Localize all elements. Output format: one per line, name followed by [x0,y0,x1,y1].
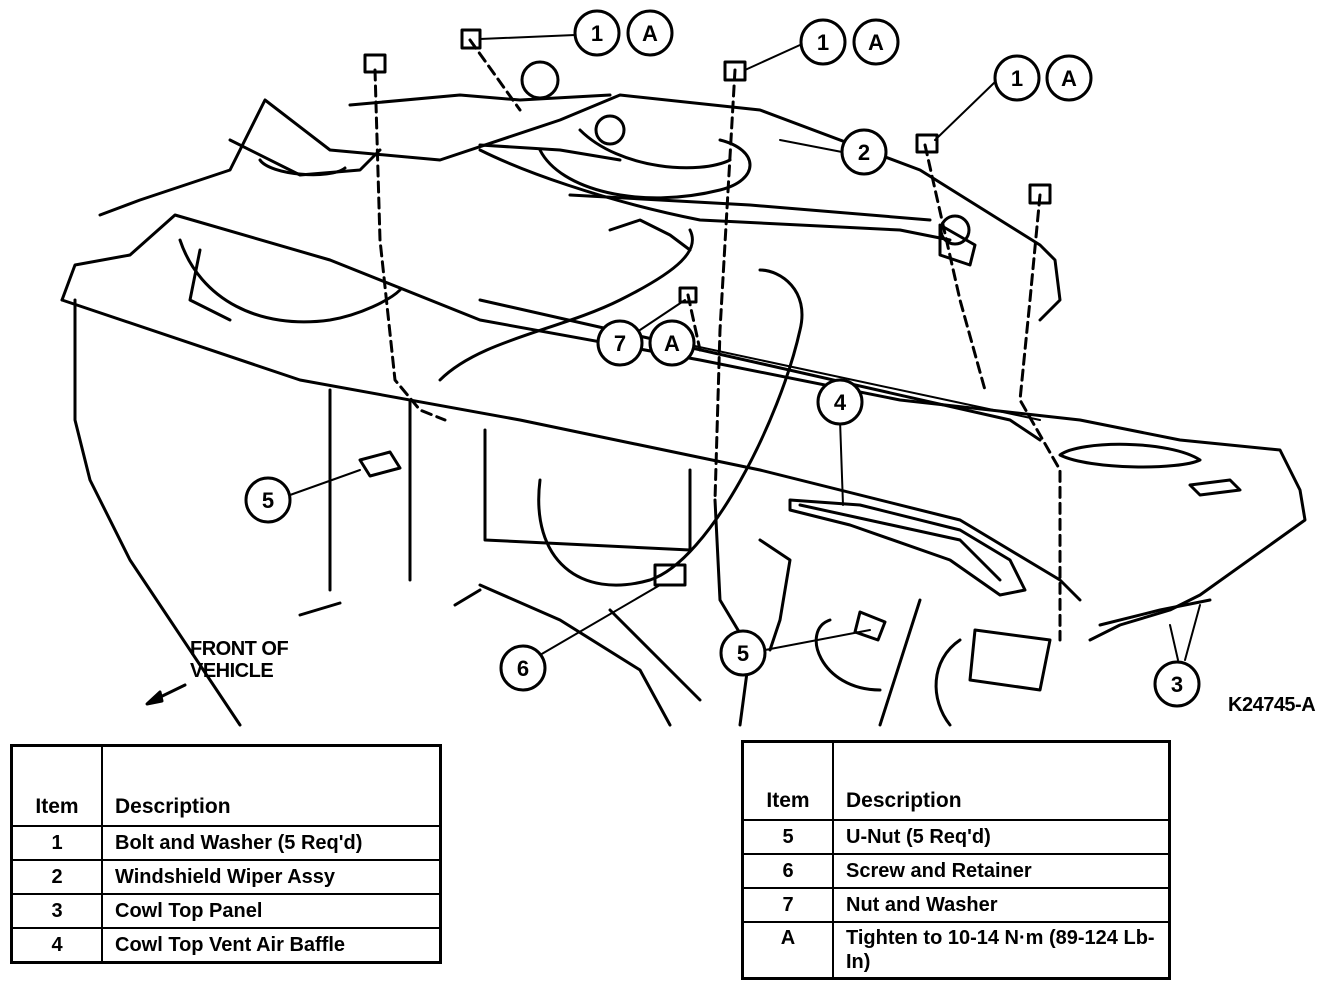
callout-5-left: 5 [244,476,292,524]
table-row: 5 U-Nut (5 Req'd) [741,819,1171,855]
callout-2: 2 [840,128,888,176]
callout-7a: 7 A [596,319,696,367]
figure-id: K24745-A [1228,694,1316,716]
row-description: Screw and Retainer [832,853,1171,889]
legend-header-row: Item Description [741,740,1171,821]
row-item: 5 [741,819,834,855]
row-description: U-Nut (5 Req'd) [832,819,1171,855]
callout-1a-top-middle: 1 A [799,18,900,66]
row-item: 1 [10,825,103,861]
row-item: 6 [741,853,834,889]
table-row: 4 Cowl Top Vent Air Baffle [10,927,442,964]
table-row: 7 Nut and Washer [741,887,1171,923]
row-description: Tighten to 10-14 N·m (89-124 Lb-In) [832,921,1171,980]
bolt-and-washer-icons [358,28,1052,642]
legend-table-right: Item Description 5 U-Nut (5 Req'd) 6 Scr… [741,740,1171,980]
front-of-vehicle-label: FRONT OF VEHICLE [190,638,289,682]
svg-text:A: A [1061,66,1077,91]
lower-body-structure [328,228,1212,727]
row-item: A [741,921,834,980]
row-item: 3 [10,893,103,929]
svg-text:5: 5 [262,488,274,513]
svg-text:A: A [642,21,658,46]
callout-1a-top-right: 1 A [993,54,1093,102]
callout-leaders [289,34,1201,661]
row-description: Cowl Top Vent Air Baffle [101,927,442,964]
svg-text:5: 5 [737,641,749,666]
svg-text:1: 1 [817,30,829,55]
row-description: Cowl Top Panel [101,893,442,929]
svg-text:6: 6 [517,656,529,681]
table-row: 3 Cowl Top Panel [10,893,442,929]
fastener-leader-lines [373,38,1062,642]
callout-1a-top-left: 1 A [573,9,674,57]
row-item: 2 [10,859,103,895]
svg-text:1: 1 [591,21,603,46]
row-description: Bolt and Washer (5 Req'd) [101,825,442,861]
svg-text:2: 2 [858,140,870,165]
callout-3: 3 [1153,660,1201,708]
table-row: A Tighten to 10-14 N·m (89-124 Lb-In) [741,921,1171,980]
table-row: 1 Bolt and Washer (5 Req'd) [10,825,442,861]
callout-balloons: 1 A 1 A 1 A 2 3 4 5 [244,9,1201,708]
svg-text:A: A [868,30,884,55]
callout-6: 6 [499,644,547,692]
svg-text:A: A [664,331,680,356]
cowl-top-panel [60,93,1307,727]
svg-text:3: 3 [1171,672,1183,697]
header-item: Item [741,740,834,821]
callout-5-right: 5 [719,629,767,677]
table-row: 2 Windshield Wiper Assy [10,859,442,895]
legend-header-row: Item Description [10,744,442,827]
table-row: 6 Screw and Retainer [741,853,1171,889]
windshield-wiper-assembly [348,60,977,267]
front-arrow-icon [145,601,342,706]
header-description: Description [832,740,1171,821]
callout-4: 4 [816,378,864,426]
svg-text:4: 4 [834,390,847,415]
row-item: 4 [10,927,103,964]
header-description: Description [101,744,442,827]
row-item: 7 [741,887,834,923]
front-label-line-2: VEHICLE [190,660,274,682]
header-item: Item [10,744,103,827]
legend-table-left: Item Description 1 Bolt and Washer (5 Re… [10,744,442,964]
front-label-line-1: FRONT OF [190,638,289,660]
cowl-vent-air-baffle [788,498,1027,597]
row-description: Windshield Wiper Assy [101,859,442,895]
row-description: Nut and Washer [832,887,1171,923]
cowl-assembly-drawing: 1 A 1 A 1 A 2 3 4 5 [60,9,1307,727]
svg-text:1: 1 [1011,66,1023,91]
svg-text:7: 7 [614,331,626,356]
